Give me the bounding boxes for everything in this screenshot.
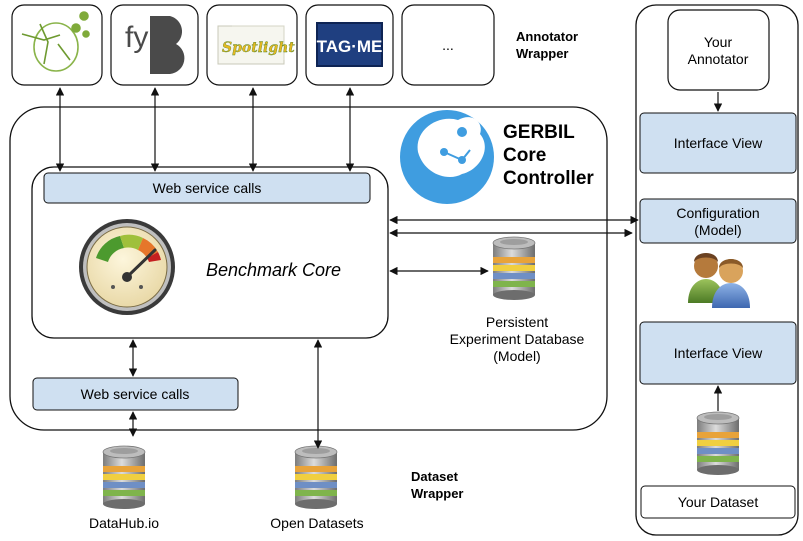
dataset-wrapper-label-1: Dataset: [411, 469, 459, 484]
bottom-web-service-calls-box[interactable]: [32, 377, 239, 411]
configuration-box[interactable]: [639, 198, 797, 244]
configuration-label-1: Configuration: [676, 205, 759, 221]
interface-view-top-box[interactable]: [639, 112, 797, 174]
annotator-logos: fy Spotlight TAG·ME ...: [11, 4, 495, 86]
annotator-wrapper-label-1: Annotator: [516, 29, 578, 44]
datahub-database-icon: [102, 445, 146, 510]
your-dataset-box[interactable]: [640, 485, 796, 519]
your-dataset-label: Your Dataset: [678, 494, 759, 510]
interface-view-bottom-label: Interface View: [674, 345, 763, 361]
database-label-1: Persistent: [486, 314, 548, 330]
experiment-database-icon: [492, 236, 536, 301]
svg-text:Spotlight: Spotlight: [222, 40, 295, 56]
annotator-box-more[interactable]: [401, 4, 495, 86]
database-label-2: Experiment Database: [450, 331, 585, 347]
gauge-icon: [79, 219, 175, 315]
your-annotator-box[interactable]: [667, 9, 770, 91]
open-datasets-database-icon: [294, 445, 338, 510]
dataset-wrapper-label-2: Wrapper: [411, 486, 464, 501]
molecule-logo-icon: [21, 11, 90, 72]
gerbil-title-line-2: Core: [503, 145, 546, 166]
svg-text:TAG·ME: TAG·ME: [317, 37, 383, 56]
users-icon: [688, 253, 750, 308]
your-dataset-database-icon: [696, 411, 740, 476]
frog-icon: [400, 110, 494, 204]
interface-view-bottom-box[interactable]: [639, 321, 797, 385]
datahub-label: DataHub.io: [89, 515, 159, 531]
svg-text:fy: fy: [125, 21, 148, 54]
benchmark-core-label: Benchmark Core: [206, 260, 341, 280]
your-annotator-label-1: Your: [704, 34, 733, 50]
fy-logo-icon: fy: [125, 16, 185, 74]
open-datasets-label: Open Datasets: [270, 515, 363, 531]
top-web-service-calls-box[interactable]: [43, 172, 371, 204]
user-panel: [635, 4, 799, 536]
configuration-label-2: (Model): [694, 222, 741, 238]
your-annotator-label-2: Annotator: [688, 51, 749, 67]
gerbil-core-container: [9, 106, 608, 431]
gerbil-title-line-1: GERBIL: [503, 122, 575, 143]
bottom-web-service-calls-label: Web service calls: [81, 386, 190, 402]
annotator-wrapper-label-2: Wrapper: [516, 46, 569, 61]
gerbil-title-line-3: Controller: [503, 168, 594, 189]
database-label-3: (Model): [493, 348, 540, 364]
connector-arrows: [55, 87, 723, 449]
more-annotators-label: ...: [442, 37, 454, 53]
interface-view-top-label: Interface View: [674, 135, 763, 151]
top-web-service-calls-label: Web service calls: [153, 180, 262, 196]
tagme-logo-icon: TAG·ME: [316, 22, 383, 67]
spotlight-logo-icon: Spotlight: [217, 25, 296, 65]
